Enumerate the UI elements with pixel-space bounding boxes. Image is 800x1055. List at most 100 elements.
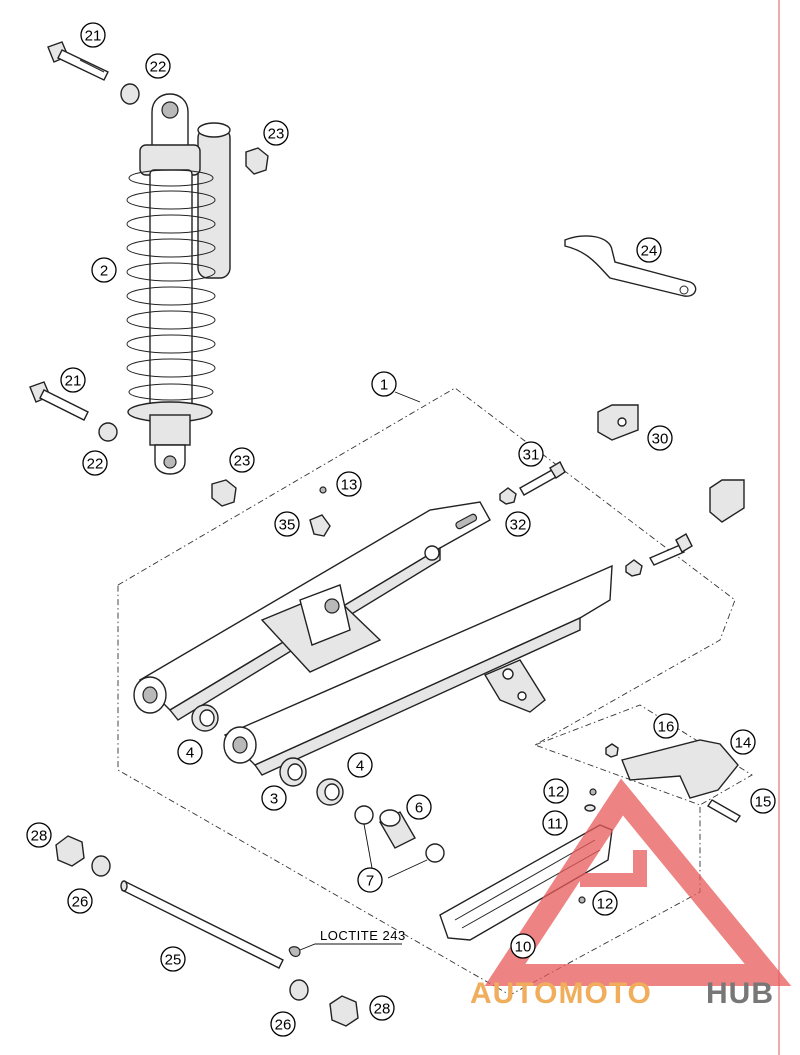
callout-label: 11 [547,816,563,833]
bearing-3-inner [287,763,303,781]
assembly-frame-chain-guide [534,704,753,806]
callout-label: 15 [755,794,772,811]
nut-28-right [329,995,359,1027]
callout-circle [347,752,373,778]
callout-circle [636,237,662,263]
callout-label: 13 [341,477,358,494]
callout-4: 4 [347,752,373,778]
callout-23: 23 [263,120,289,146]
callout-label: 23 [268,126,285,143]
callout-12: 12 [543,778,569,804]
callout-label: 22 [150,59,167,76]
bracket-upper [597,404,639,441]
seal-7-right [425,843,445,863]
callout-label: 32 [510,517,527,534]
callout-14: 14 [730,729,756,755]
callout-label: 1 [380,377,388,394]
locktite-drop [288,946,301,958]
watermark-text-dark: HUB [706,977,774,1010]
callout-label: 6 [415,800,423,817]
callout-circle [653,713,679,739]
callout-label: 22 [87,456,104,473]
callout-31: 31 [518,441,544,467]
callout-circle [261,785,287,811]
callout-32: 32 [505,511,531,537]
callout-13: 13 [336,471,362,497]
callout-6: 6 [406,794,432,820]
screw-12-lower [578,896,586,904]
nut-upper [245,147,269,175]
callout-label: 2 [100,263,108,280]
nut-28-left [55,835,85,867]
seal-7-left [354,805,374,825]
callout-label: 26 [275,1017,292,1034]
callout-circle [145,53,171,79]
bearing-4-right-inner [324,783,340,801]
callout-15: 15 [750,788,776,814]
callout-label: 4 [356,758,364,775]
callout-label: 35 [279,517,296,534]
callout-1-leader [394,391,421,403]
callout-28: 28 [369,995,395,1021]
callout-21: 21 [60,367,86,393]
callout-label: 28 [31,828,48,845]
watermark-logo [484,778,792,986]
callout-circle [229,447,255,473]
callout-21: 21 [80,22,106,48]
clip-35 [309,514,331,537]
callout-circle [270,1011,296,1037]
callout-circle [336,471,362,497]
callout-24: 24 [636,237,662,263]
callout-11: 11 [542,810,568,836]
callout-circle [542,810,568,836]
callout-23: 23 [229,447,255,473]
hook-wrench [564,235,697,297]
callout-label: 4 [186,745,194,762]
callout-label: 26 [72,894,89,911]
axle-bolt-right [649,544,685,566]
callout-7: 7 [357,867,383,893]
bearing-4-left-inner [199,709,215,727]
callout-circle [750,788,776,814]
bolt-31 [519,469,557,496]
bolt-31-head [549,461,566,479]
washer-upper [120,83,140,105]
callout-22: 22 [145,53,171,79]
screw-12-upper [589,788,597,796]
assembly-frame-swingarm [117,387,736,996]
callout-circle [357,867,383,893]
callout-circle [274,511,300,537]
callout-10: 10 [510,933,536,959]
nut-32 [499,487,517,505]
callout-label: 31 [523,447,540,464]
axle-nut-right [625,559,643,577]
bushing-6 [379,809,416,849]
callout-label: 12 [597,896,614,913]
bolt-lower [29,381,89,421]
callout-circle [67,888,93,914]
callout-label: 30 [652,431,669,448]
washer-26-left [91,855,111,877]
callout-25: 25 [160,946,186,972]
callout-label: 24 [641,243,658,260]
callout-label: 16 [658,719,675,736]
axle-25 [121,881,284,969]
shock-absorber [126,93,231,475]
callout-label: 25 [165,952,182,969]
callout-circle [369,995,395,1021]
callout-circle [371,371,397,397]
callout-circle [543,778,569,804]
callout-label: 21 [65,373,82,390]
callout-2: 2 [91,257,117,283]
callout-label: 12 [548,784,565,801]
axle-bolt-right-head [675,533,693,553]
callout-label: 3 [270,791,278,808]
bracket-lower [709,479,745,523]
callout-circle [505,511,531,537]
screw-13 [319,486,327,494]
callout-26: 26 [67,888,93,914]
callout-circle [26,822,52,848]
callout-26: 26 [270,1011,296,1037]
